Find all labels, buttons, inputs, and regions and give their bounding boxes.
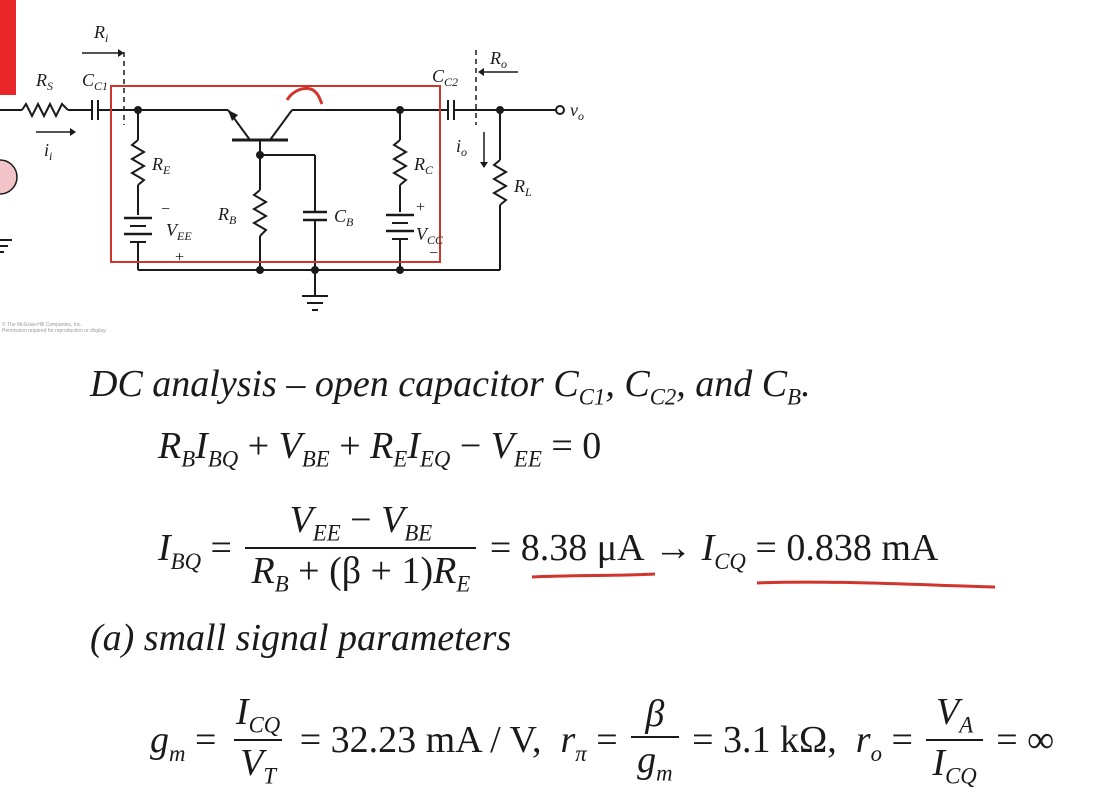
copyright-line-1: © The McGraw-Hill Companies, Inc. — [2, 321, 82, 328]
underline-ibq — [531, 572, 656, 579]
label-re: RE — [151, 154, 171, 177]
label-rb: RB — [217, 204, 237, 227]
label-ri: Ri — [93, 22, 108, 45]
gm-fraction: ICQ VT — [234, 691, 283, 789]
red-annotation-stroke — [285, 86, 324, 105]
circuit-schematic: Ri RS CC1 ii RE − VEE + RB CB RC + VCC −… — [0, 22, 584, 328]
corner-mark — [0, 0, 16, 95]
rpi-fraction: β gm — [631, 692, 679, 787]
highlight-box — [110, 85, 441, 263]
rc-resistor — [392, 139, 408, 186]
re-resistor — [130, 139, 146, 186]
rb-resistor — [252, 189, 268, 237]
label-ii: ii — [44, 140, 52, 163]
label-io: io — [456, 136, 467, 159]
dc-analysis-heading: DC analysis – open capacitor CC1, CC2, a… — [90, 363, 811, 410]
label-cb: CB — [334, 206, 354, 229]
signal-source-circle — [0, 159, 18, 195]
copyright-line-2: Permission required for reproduction or … — [2, 328, 107, 334]
label-vcc-plus: + — [415, 199, 426, 216]
ro-fraction: VA ICQ — [926, 690, 983, 789]
rl-resistor — [492, 159, 508, 206]
label-rc: RC — [413, 154, 434, 177]
rs-resistor — [21, 101, 69, 119]
label-cc1: CC1 — [82, 70, 108, 93]
label-vo: vo — [570, 100, 584, 123]
label-vee-plus: + — [174, 249, 185, 266]
icq-result: = 0.838 mA — [745, 526, 939, 569]
label-vee-minus: − — [160, 201, 171, 218]
label-ro: Ro — [489, 48, 507, 71]
kvl-equation: RBIBQ + VBE + REIEQ − VEE = 0 — [158, 425, 602, 472]
ibq-result: = 8.38 μA — [480, 526, 645, 569]
label-rl: RL — [513, 176, 532, 199]
label-cc2: CC2 — [432, 66, 458, 89]
ibq-fraction: VEE − VBE RB + (β + 1)RE — [245, 498, 477, 597]
label-vee: VEE — [166, 220, 192, 243]
label-vcc: VCC — [416, 224, 444, 247]
underline-icq — [756, 580, 996, 589]
label-vcc-minus: − — [428, 245, 439, 262]
label-rs: RS — [35, 70, 53, 93]
small-signal-heading: (a) small signal parameters — [90, 617, 512, 659]
